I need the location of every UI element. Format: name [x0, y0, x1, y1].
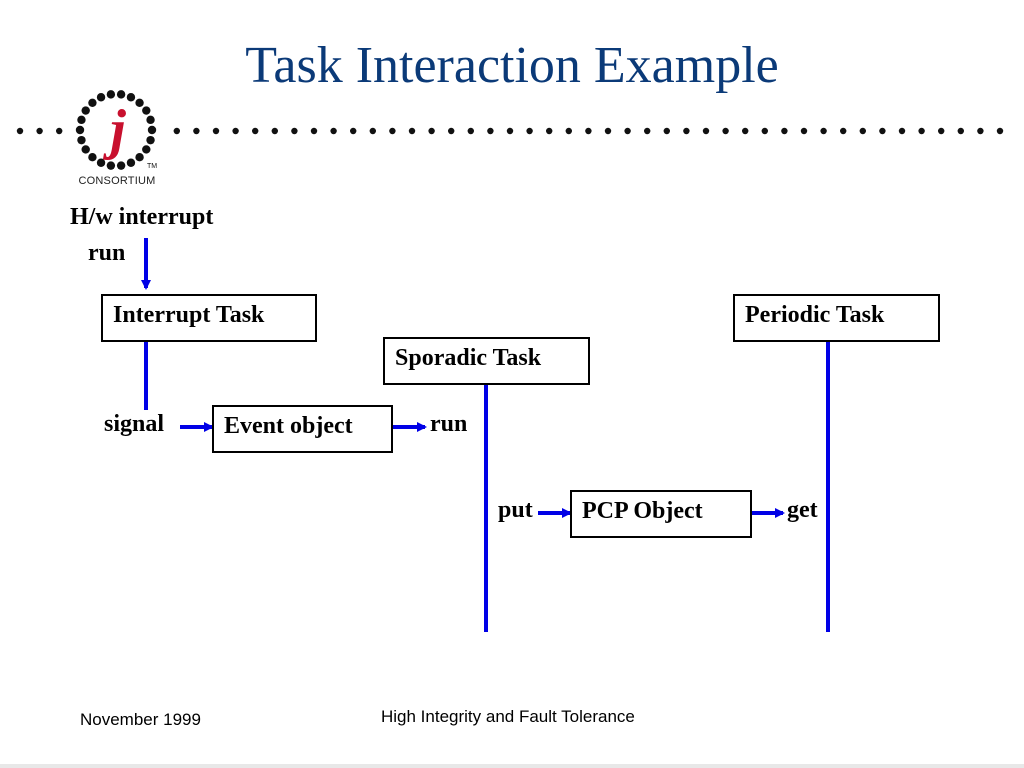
- divider-dot: [781, 127, 788, 135]
- logo-dot: [146, 135, 155, 145]
- dotted-divider: [16, 127, 1004, 135]
- divider-dot: [585, 127, 592, 135]
- divider-dot: [918, 127, 925, 135]
- divider-dot: [310, 127, 318, 135]
- run-label: run: [430, 411, 468, 437]
- logo-text: CONSORTIUM: [78, 175, 156, 187]
- logo-dot: [88, 98, 97, 107]
- logo-dot: [116, 161, 126, 170]
- divider-dot: [467, 127, 474, 135]
- logo-dot: [146, 115, 155, 125]
- divider-dot: [604, 127, 612, 135]
- divider-dot: [879, 127, 886, 135]
- interrupt-task-box: Interrupt Task: [101, 294, 317, 342]
- divider-dot: [702, 127, 710, 135]
- logo-dot: [106, 161, 116, 170]
- put-label: put: [498, 497, 533, 523]
- divider-dot: [977, 127, 984, 135]
- j-consortium-logo: jTM: [75, 90, 157, 170]
- logo-dot: [106, 90, 116, 99]
- logo-dot: [81, 145, 90, 154]
- footer-date: November 1999: [80, 710, 201, 729]
- divider-dot: [330, 127, 337, 135]
- divider-dot: [742, 127, 749, 135]
- divider-dot: [526, 127, 533, 135]
- divider-dot: [291, 127, 298, 135]
- divider-dot: [56, 127, 63, 135]
- logo-dot: [142, 106, 151, 115]
- divider-dot: [546, 127, 553, 135]
- divider-dot: [408, 127, 416, 135]
- divider-dot: [898, 127, 906, 135]
- divider-dot: [761, 127, 768, 135]
- logo-dot: [135, 98, 144, 107]
- divider-dot: [271, 127, 278, 135]
- divider-dot: [722, 127, 729, 135]
- divider-dot: [487, 127, 494, 135]
- divider-dot: [389, 127, 396, 135]
- get-label: get: [787, 497, 818, 523]
- bottom-rule: [0, 764, 1024, 768]
- divider-dot: [212, 127, 220, 135]
- divider-dot: [369, 127, 376, 135]
- logo-dot: [142, 145, 151, 154]
- logo-dot: [77, 115, 86, 125]
- logo-dot: [147, 125, 157, 135]
- logo-dot: [96, 158, 106, 167]
- divider-dot: [506, 127, 514, 135]
- logo-dot: [96, 93, 106, 102]
- divider-dot: [820, 127, 827, 135]
- divider-dot: [996, 127, 1004, 135]
- divider-dot: [193, 127, 200, 135]
- logo-dot: [126, 93, 136, 102]
- logo-dot: [88, 153, 97, 162]
- divider-dot: [448, 127, 455, 135]
- logo-trademark: TM: [147, 163, 157, 170]
- logo-dot: [77, 135, 86, 145]
- sporadic-task-box: Sporadic Task: [383, 337, 590, 385]
- logo-dot: [81, 106, 90, 115]
- pcp-object-box: PCP Object: [570, 490, 752, 538]
- divider-dot: [663, 127, 670, 135]
- divider-dot: [232, 127, 239, 135]
- divider-dot: [36, 127, 43, 135]
- divider-dot: [173, 127, 180, 135]
- hw-run-label: run: [88, 240, 126, 266]
- logo-dot: [135, 153, 144, 162]
- divider-dot: [840, 127, 847, 135]
- periodic-task-box: Periodic Task: [733, 294, 940, 342]
- footer-title: High Integrity and Fault Tolerance: [381, 707, 635, 726]
- divider-dot: [938, 127, 945, 135]
- divider-dot: [252, 127, 259, 135]
- divider-dot: [683, 127, 690, 135]
- event-object-box: Event object: [212, 405, 393, 453]
- divider-dot: [644, 127, 651, 135]
- divider-dot: [16, 127, 24, 135]
- signal-label: signal: [104, 411, 165, 437]
- divider-dot: [800, 127, 808, 135]
- divider-dot: [428, 127, 435, 135]
- logo-dot: [126, 158, 136, 167]
- divider-dot: [859, 127, 866, 135]
- logo-dot: [75, 125, 85, 135]
- divider-dot: [624, 127, 631, 135]
- divider-dot: [957, 127, 964, 135]
- divider-dot: [350, 127, 357, 135]
- hw-interrupt-label: H/w interrupt: [70, 204, 214, 230]
- logo-dot: [116, 90, 126, 99]
- slide-title: Task Interaction Example: [245, 37, 779, 94]
- divider-dot: [565, 127, 572, 135]
